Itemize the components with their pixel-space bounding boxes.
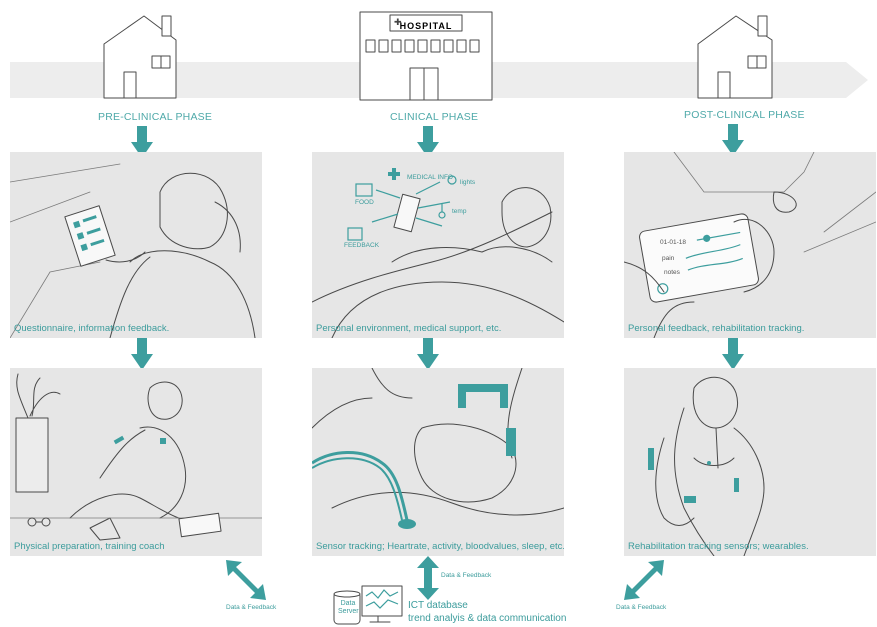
caption-clinical-top: Personal environment, medical support, e… [316,323,501,334]
double-arrow-icon-right [622,558,666,602]
feedback-label-center: Data & Feedback [441,572,491,579]
double-arrow-icon-center [417,556,439,600]
panel-post-feedback: 01-01-18 pain notes Personal feedback, r… [624,152,876,338]
sketch-person-tablet [10,152,262,338]
note-lights: lights [460,179,475,186]
note-temp: temp [452,208,466,215]
home-icon-pre [98,12,190,102]
note-food: FOOD [355,199,374,206]
note-pain: pain [662,255,674,262]
note-notes: notes [664,269,680,276]
note-medical-info: MEDICAL INFO [407,174,453,181]
ict-title: ICT database [408,600,468,611]
panel-post-wearables: Rehabilitation tracking sensors; wearabl… [624,368,876,556]
server-label: Data Server [338,600,358,616]
phase-label-post: POST-CLINICAL PHASE [684,109,805,121]
feedback-label-left: Data & Feedback [226,604,276,611]
phase-label-pre: PRE-CLINICAL PHASE [98,111,212,123]
panel-clinical-sensors: Sensor tracking; Heartrate, activity, bl… [312,368,564,556]
caption-pre-top: Questionnaire, information feedback. [14,323,169,334]
hospital-sign-text: HOSPITAL [400,21,453,31]
note-feedback: FEEDBACK [344,242,379,249]
ict-subtitle: trend analyis & data communication [408,613,566,624]
sketch-sensor-tracking [312,368,564,556]
note-date: 01-01-18 [660,239,686,246]
arrow-down-icon [417,338,439,370]
panel-pre-questionnaire: Questionnaire, information feedback. [10,152,262,338]
sketch-person-wearables [624,368,876,556]
panel-pre-training: Physical preparation, training coach [10,368,262,556]
sketch-person-training [10,368,262,556]
caption-post-bottom: Rehabilitation tracking sensors; wearabl… [628,541,809,552]
caption-pre-bottom: Physical preparation, training coach [14,541,165,552]
double-arrow-icon-left [224,558,268,602]
arrow-down-icon [131,338,153,370]
arrow-down-icon [722,338,744,370]
caption-post-top: Personal feedback, rehabilitation tracki… [628,323,804,334]
feedback-label-right: Data & Feedback [616,604,666,611]
hospital-cross-icon: ✚ [394,17,402,28]
phase-label-clinical: CLINICAL PHASE [390,111,478,123]
panel-clinical-environment: MEDICAL INFO lights FOOD temp FEEDBACK P… [312,152,564,338]
caption-clinical-bottom: Sensor tracking; Heartrate, activity, bl… [316,541,564,552]
home-icon-post [692,12,784,102]
